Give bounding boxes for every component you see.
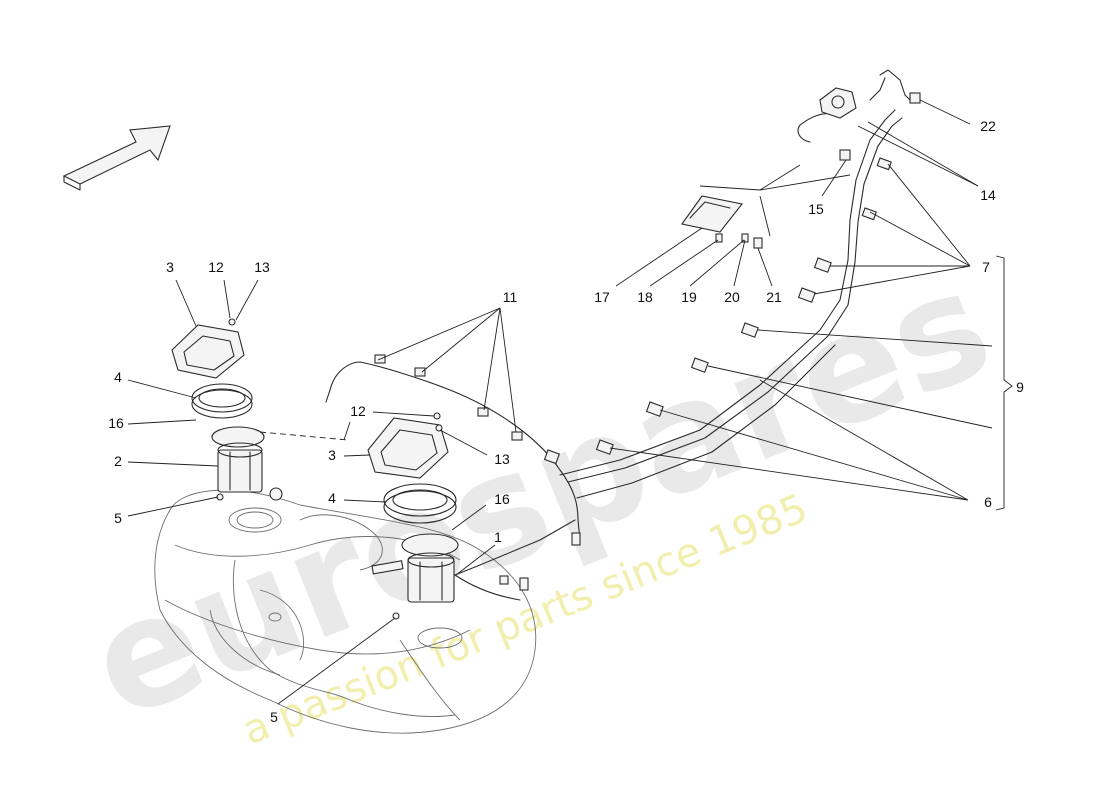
callout-4-right: 4 bbox=[328, 490, 336, 506]
callout-5-left: 5 bbox=[114, 510, 122, 526]
callout-20: 20 bbox=[724, 289, 740, 305]
pressure-regulator bbox=[819, 87, 857, 119]
callout-17: 17 bbox=[594, 289, 610, 305]
fuel-tank bbox=[154, 489, 537, 734]
callout-5-bottom: 5 bbox=[270, 709, 278, 725]
leader-lines bbox=[127, 99, 1013, 705]
seal-ring-left bbox=[191, 383, 253, 419]
callout-3-left: 3 bbox=[166, 259, 174, 275]
heat-shield bbox=[681, 195, 743, 233]
callout-13-right: 13 bbox=[494, 451, 510, 467]
callout-labels: 3 12 13 4 16 2 5 12 3 13 4 16 1 5 11 17 … bbox=[108, 118, 1024, 725]
front-direction-arrow bbox=[62, 125, 171, 191]
watermark-brand: eurospares bbox=[68, 237, 1013, 754]
callout-9: 9 bbox=[1016, 379, 1024, 395]
cover-left bbox=[171, 324, 245, 379]
fuel-pump-left bbox=[211, 426, 283, 501]
line-clips bbox=[374, 92, 921, 591]
callout-13-left: 13 bbox=[254, 259, 270, 275]
callout-2: 2 bbox=[114, 453, 122, 469]
callout-21: 21 bbox=[766, 289, 782, 305]
callout-19: 19 bbox=[681, 289, 697, 305]
callout-12-right: 12 bbox=[350, 403, 366, 419]
callout-11: 11 bbox=[503, 289, 518, 305]
callout-15: 15 bbox=[808, 201, 824, 217]
callout-16-right: 16 bbox=[494, 491, 510, 507]
callout-18: 18 bbox=[637, 289, 653, 305]
callout-14: 14 bbox=[980, 187, 996, 203]
cover-right bbox=[367, 417, 449, 479]
seal-ring-right bbox=[383, 483, 457, 524]
callout-12-left: 12 bbox=[208, 259, 224, 275]
callout-6: 6 bbox=[984, 494, 992, 510]
watermark: eurospares a passion for parts since 198… bbox=[68, 237, 1013, 755]
fuel-pump-right bbox=[371, 533, 459, 603]
callout-1: 1 bbox=[494, 529, 502, 545]
callout-3-right: 3 bbox=[328, 447, 336, 463]
callout-4-left: 4 bbox=[114, 369, 122, 385]
small-fasteners bbox=[216, 318, 443, 620]
callout-7: 7 bbox=[982, 259, 990, 275]
callout-22: 22 bbox=[980, 118, 996, 134]
callout-16-left: 16 bbox=[108, 415, 124, 431]
